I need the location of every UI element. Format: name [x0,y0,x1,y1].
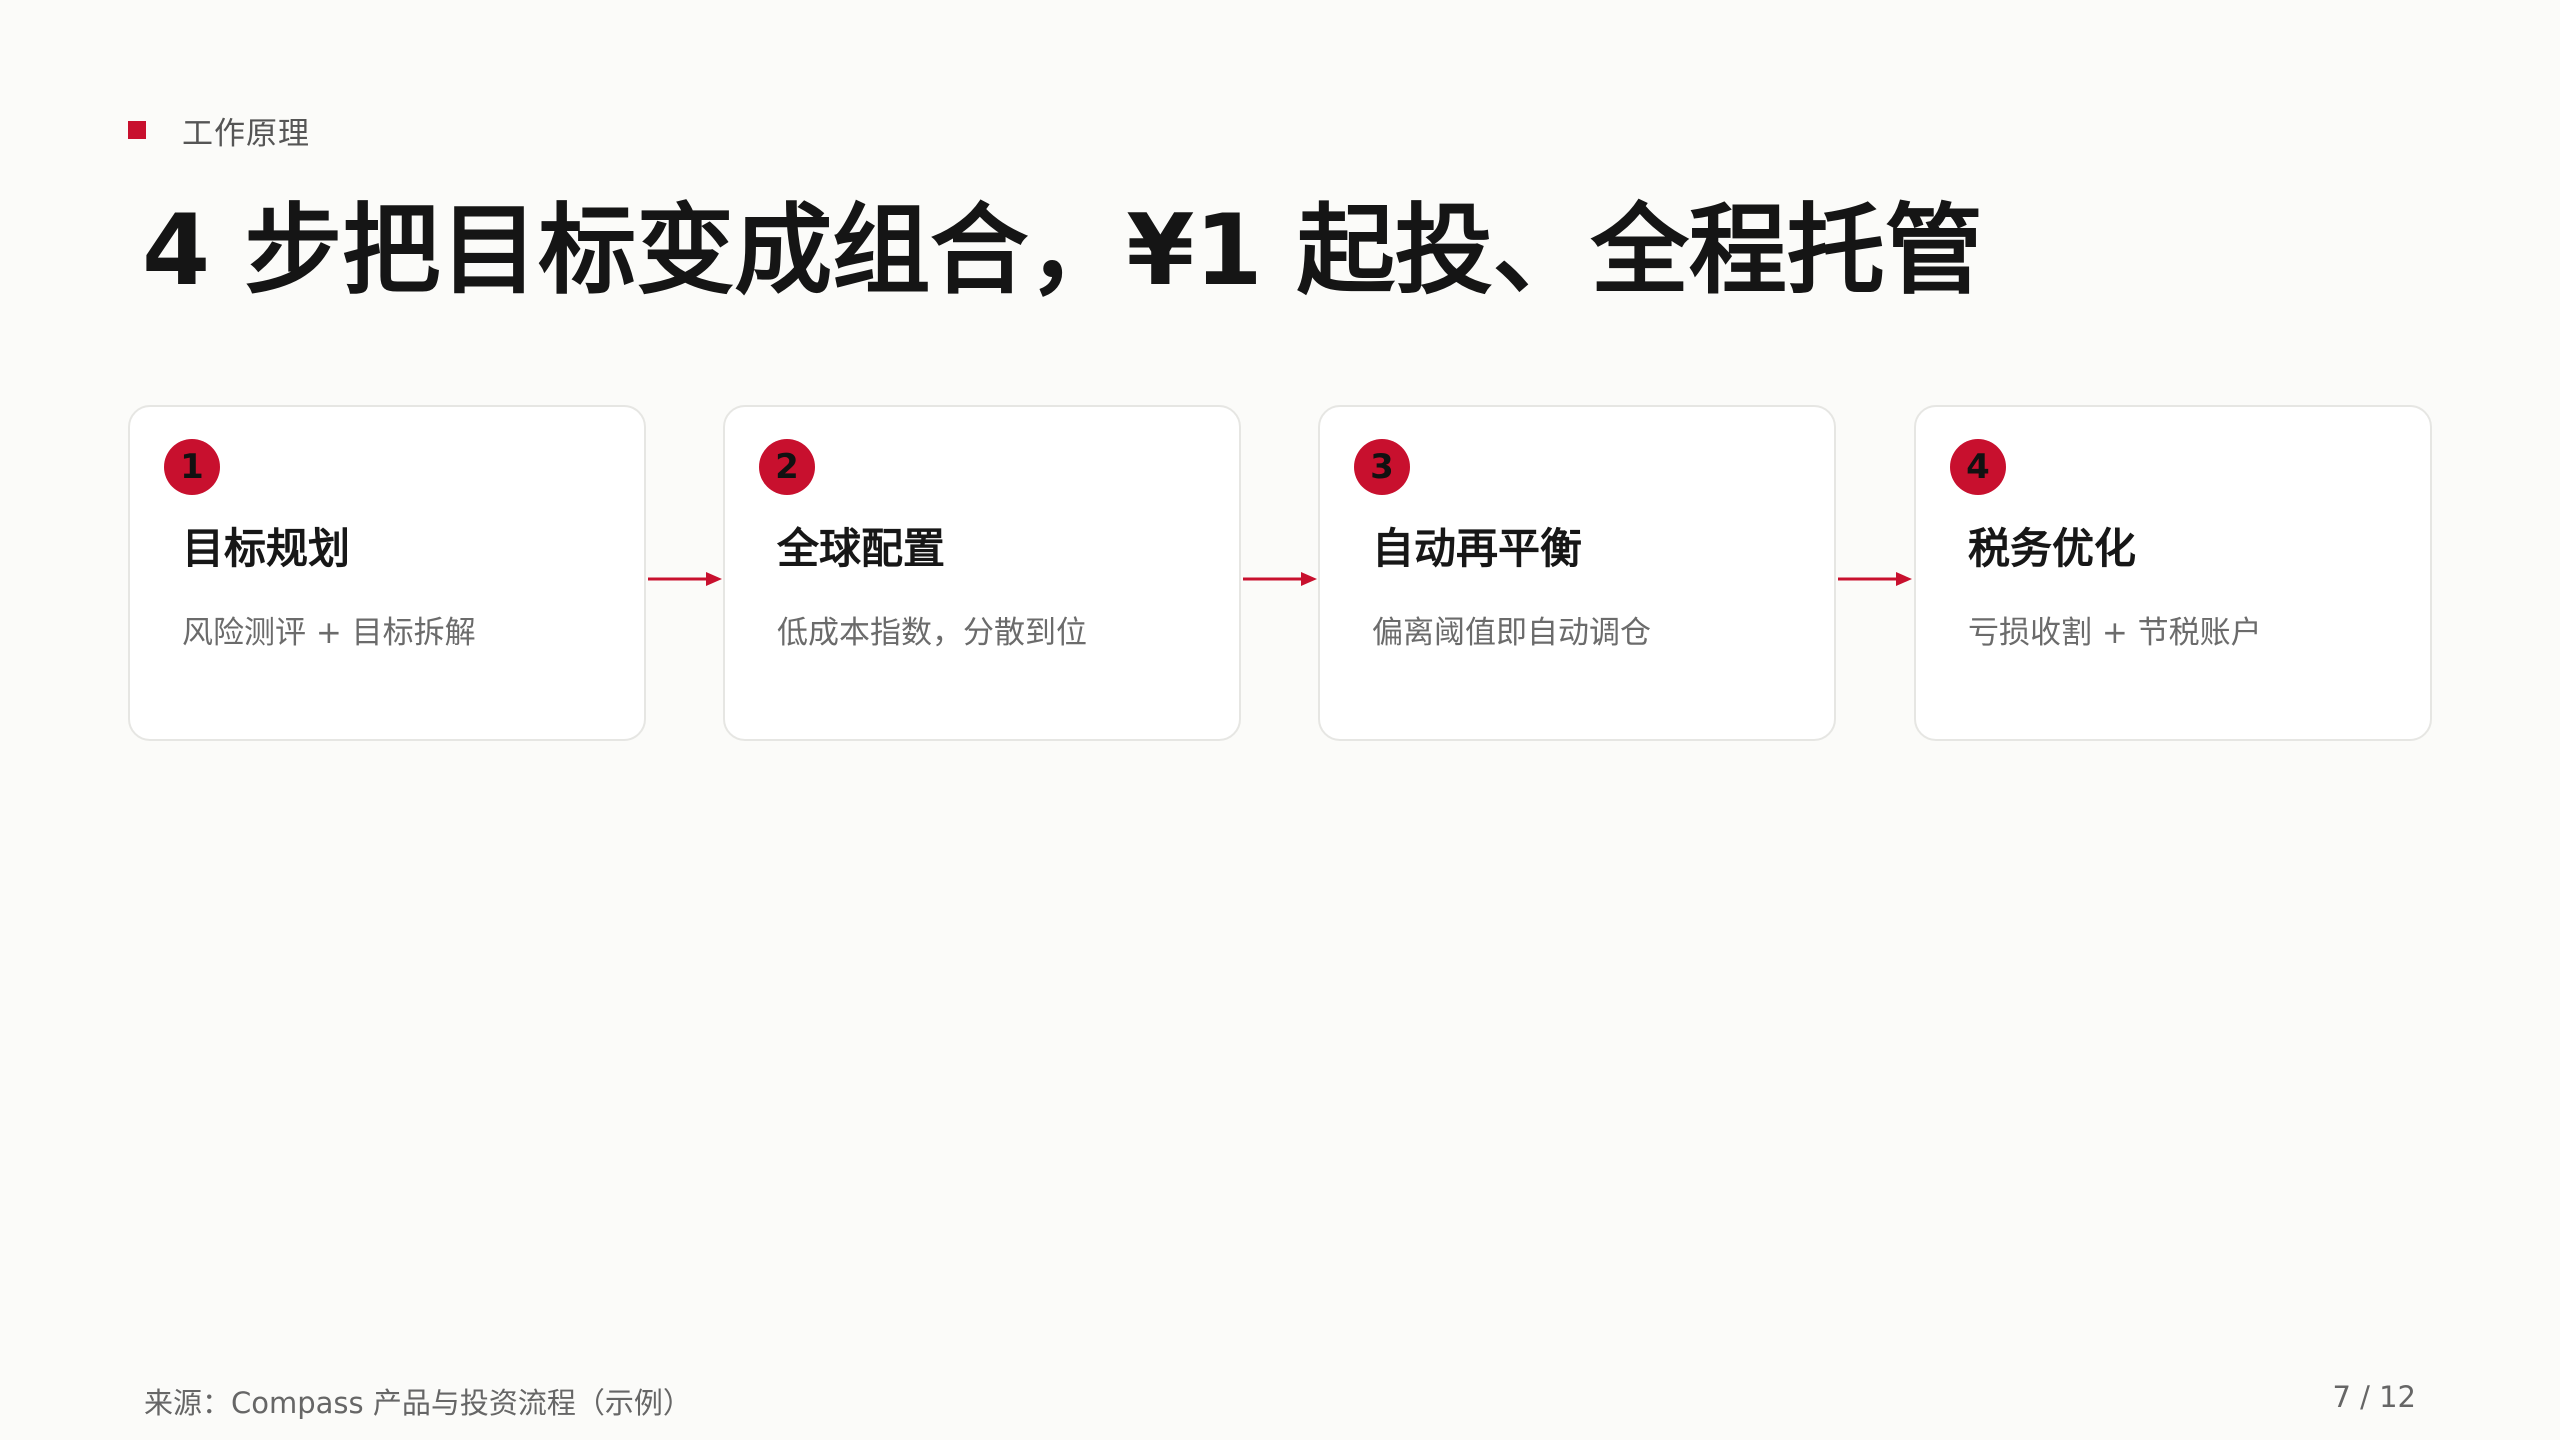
accent-square [128,121,146,139]
step-description: 低成本指数，分散到位 [777,615,1087,651]
step-description: 亏损收割 + 节税账户 [1968,615,2262,651]
step-description: 风险测评 + 目标拆解 [182,615,476,651]
step-title: 全球配置 [777,524,946,573]
step-card-4: 4 税务优化 亏损收割 + 节税账户 [1914,405,2432,741]
step-number-badge: 4 [1950,439,2006,495]
step-card-1: 1 目标规划 风险测评 + 目标拆解 [128,405,646,741]
step-description: 偏离阈值即自动调仓 [1372,615,1651,651]
step-number-badge: 1 [164,439,220,495]
step-title: 目标规划 [182,524,351,573]
step-title: 税务优化 [1968,524,2137,573]
arrow-right-icon [1838,572,1912,586]
page-title: 4 步把目标变成组合，¥1 起投、全程托管 [142,194,1983,308]
step-card-3: 3 自动再平衡 偏离阈值即自动调仓 [1318,405,1836,741]
step-number-badge: 2 [759,439,815,495]
page-number: 7 / 12 [2332,1380,2416,1414]
section-label: 工作原理 [128,110,310,152]
arrow-right-icon [648,572,722,586]
section-label-text: 工作原理 [182,115,310,152]
step-number-badge: 3 [1354,439,1410,495]
footer-source: 来源：Compass 产品与投资流程（示例） [144,1386,692,1420]
step-title: 自动再平衡 [1372,524,1583,573]
step-card-2: 2 全球配置 低成本指数，分散到位 [723,405,1241,741]
arrow-right-icon [1243,572,1317,586]
process-steps: 1 目标规划 风险测评 + 目标拆解 2 全球配置 低成本指数，分散到位 3 自… [128,405,2432,743]
